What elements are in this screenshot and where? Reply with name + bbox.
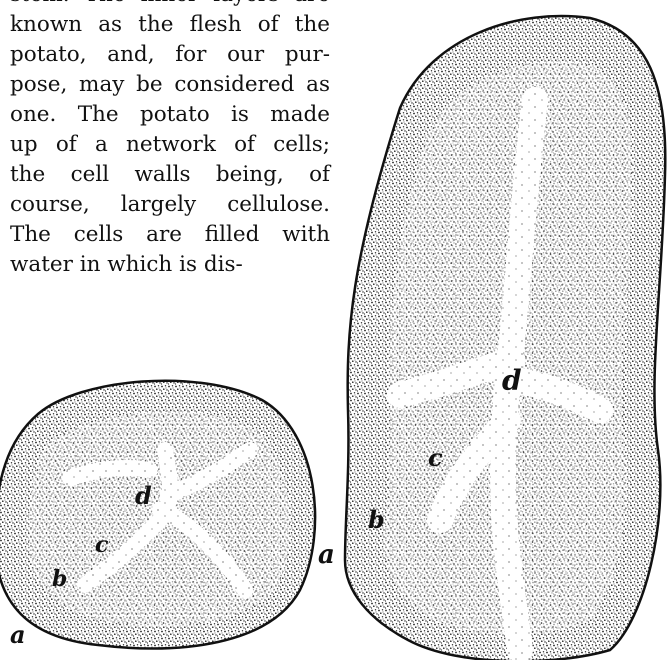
- large-label-a: a: [318, 540, 335, 570]
- large-potato-figure: d c b a: [318, 16, 665, 660]
- small-potato-figure: d c b a: [0, 381, 315, 649]
- large-label-d: d: [502, 364, 522, 397]
- large-label-c: c: [428, 443, 443, 472]
- small-label-c: c: [95, 532, 109, 558]
- small-label-b: b: [52, 566, 67, 592]
- small-label-a: a: [10, 620, 26, 649]
- small-label-d: d: [135, 481, 152, 510]
- large-label-b: b: [368, 505, 385, 534]
